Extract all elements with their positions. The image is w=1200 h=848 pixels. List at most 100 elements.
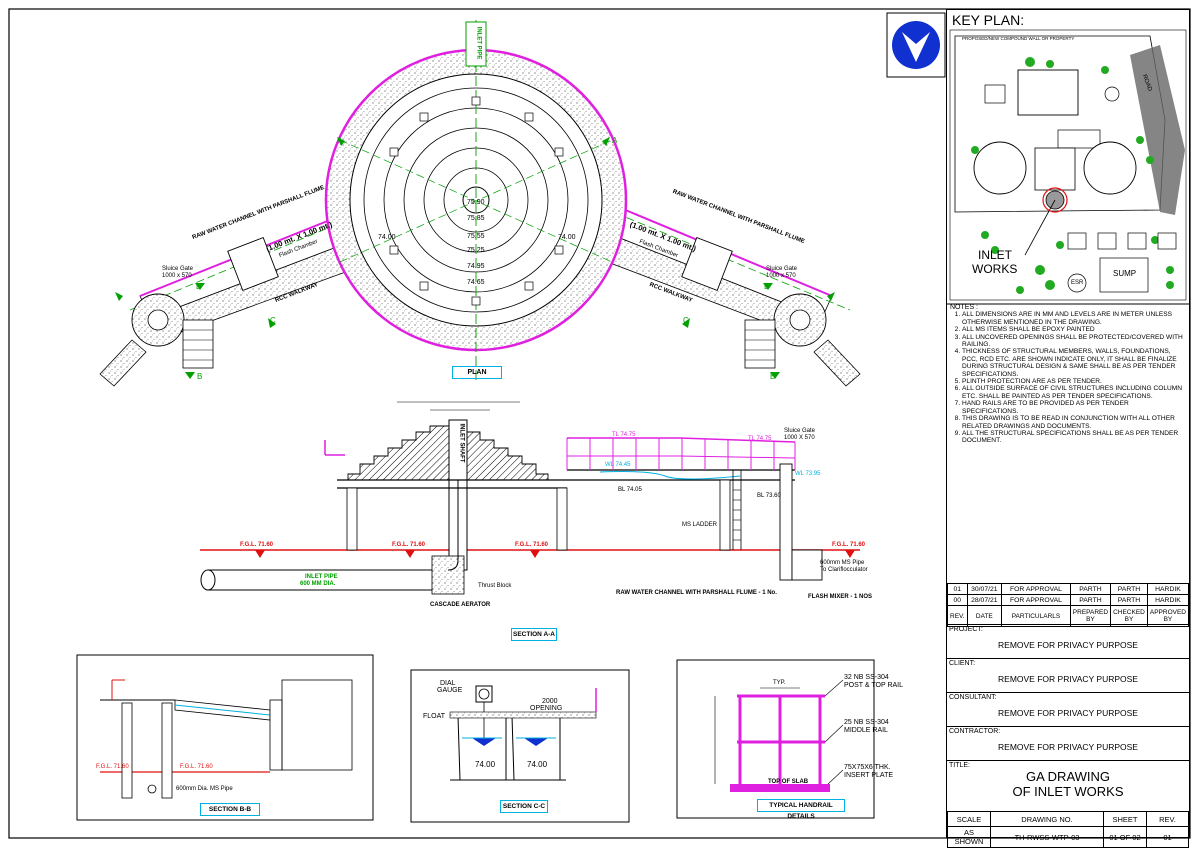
- section-cc-frame: [410, 669, 630, 823]
- section-aa: [200, 401, 860, 595]
- handrail-frame: [676, 659, 875, 819]
- scale-value: AS SHOWN: [947, 826, 991, 848]
- cc-level-label: 74.00: [527, 760, 548, 769]
- keyplan-title: KEY PLAN:: [952, 12, 1025, 28]
- note-item: THIS DRAWING IS TO BE READ IN CONJUNCTIO…: [962, 415, 1186, 430]
- left-axis: [129, 189, 421, 311]
- insert-plate-label: INSERT PLATE: [844, 772, 894, 779]
- top-level-label: TL 74.75: [748, 436, 772, 442]
- section-marker-a: A: [612, 136, 618, 145]
- right-sluice-label: Sluice Gate: [766, 266, 798, 272]
- post-rail-label: POST & TOP RAIL: [844, 682, 904, 689]
- fgl-label: F.G.L. 71.60: [392, 542, 426, 548]
- contractor-box: CONTRACTOR: REMOVE FOR PRIVACY PURPOSE: [947, 726, 1189, 760]
- clarifloc-label: To Clariflocculator: [820, 567, 868, 573]
- opening-label: OPENING: [530, 705, 563, 712]
- esr-label: ESR: [1071, 280, 1084, 286]
- key-plan-map: [949, 29, 1187, 301]
- section-marker-c: C: [683, 316, 689, 325]
- compound-note: PROPOSED/NEW COMPOUND WALL OR PROPERTY: [962, 36, 1075, 41]
- section-marker-b: B: [197, 372, 203, 381]
- middle-rail-label: MIDDLE RAIL: [844, 727, 888, 734]
- sheet-border: [8, 8, 1191, 839]
- fgl-label: F.G.L. 71.60: [515, 542, 549, 548]
- level-label: 75.85: [467, 215, 485, 222]
- section-marker-b: B: [770, 372, 776, 381]
- inlet-pipe-label: INLET PIPE: [475, 26, 482, 60]
- left-sluice-size: 1000 x 570: [162, 273, 192, 279]
- right-sluice-size: 1000 x 570: [766, 273, 796, 279]
- note-item: PLINTH PROTECTION ARE AS PER TENDER.: [962, 378, 1186, 385]
- aerator-label: CASCADE AERATOR: [430, 602, 491, 608]
- drawing-title-line1: GA DRAWING: [1025, 769, 1111, 784]
- section-cc-title: SECTION C-C: [500, 800, 548, 813]
- level-label: 74.65: [467, 279, 485, 286]
- right-level-label: 74.00: [558, 234, 576, 241]
- section-cc: [449, 685, 597, 781]
- sluice-label: Sluice Gate: [784, 428, 816, 434]
- notes-section: NOTES : ALL DIMENSIONS ARE IN MM AND LEV…: [950, 304, 1186, 445]
- inlet-pipe-label: INLET PIPE: [305, 574, 338, 580]
- ms-pipe-label: 600mm MS Pipe: [820, 560, 865, 566]
- float-label: FLOAT: [423, 713, 446, 720]
- top-of-slab-label: TOP OF SLAB: [768, 779, 809, 785]
- thrust-block-label: Thrust Block: [478, 583, 512, 589]
- level-label: 75.25: [467, 247, 485, 254]
- plan-title: PLAN: [452, 366, 502, 379]
- level-label: 74.95: [467, 263, 485, 270]
- section-aa-title: SECTION A-A: [511, 628, 557, 641]
- channel-label: RAW WATER CHANNEL WITH PARSHALL FLUME - …: [616, 590, 777, 596]
- bb-pipe-label: 600mm Dia. MS Pipe: [176, 786, 233, 792]
- opening-size: 2000: [542, 698, 558, 705]
- fgl-label: F.G.L. 71.60: [240, 542, 274, 548]
- level-label: 75.90: [467, 199, 485, 206]
- middle-rail-spec: 25 NB SS-304: [844, 719, 889, 726]
- dial-label: DIAL: [440, 680, 456, 687]
- note-item: THICKNESS OF STRUCTURAL MEMBERS, WALLS, …: [962, 348, 1186, 378]
- table-row: 00 28/07/21 FOR APPROVAL PARTH PARTH HAR…: [947, 594, 1190, 606]
- note-item: ALL DIMENSIONS ARE IN MM AND LEVELS ARE …: [962, 311, 1186, 326]
- plan-view: [99, 20, 861, 387]
- consultant-box: CONSULTANT: REMOVE FOR PRIVACY PURPOSE: [947, 692, 1189, 726]
- section-marker-a: A: [337, 136, 343, 145]
- top-level-label: TL 74.75: [612, 432, 636, 438]
- inlet-works-label: INLET: [978, 248, 1013, 262]
- revision-table: 01 30/07/21 FOR APPROVAL PARTH PARTH HAR…: [947, 583, 1190, 627]
- revision-number: 01: [1146, 826, 1189, 848]
- section-marker-b: B: [764, 282, 770, 291]
- section-marker-b: B: [196, 282, 202, 291]
- note-item: ALL MS ITEMS SHALL BE EPOXY PAINTED: [962, 326, 1186, 333]
- flash-mixer-label: FLASH MIXER - 1 NOS: [808, 594, 873, 600]
- note-item: ALL THE STRUCTURAL SPECIFICATIONS SHALL …: [962, 430, 1186, 445]
- project-box: PROJECT: REMOVE FOR PRIVACY PURPOSE: [947, 624, 1189, 658]
- section-bb-frame: [76, 654, 374, 821]
- table-header: REV. DATE PARTICULARLS PREPARED BY CHECK…: [947, 605, 1190, 627]
- note-item: HAND RAILS ARE TO BE PROVIDED AS PER TEN…: [962, 400, 1186, 415]
- bb-fgl-label: F.G.L. 71.60: [180, 764, 213, 770]
- insert-plate-spec: 75X75X6 THK.: [844, 764, 891, 771]
- handrail-detail: [714, 679, 844, 792]
- sluice-size-label: 1000 X 570: [784, 435, 815, 441]
- note-item: ALL UNCOVERED OPENINGS SHALL BE PROTECTE…: [962, 334, 1186, 349]
- fgl-label: F.G.L. 71.60: [832, 542, 866, 548]
- water-level-label: WL 74.45: [605, 462, 631, 468]
- left-flash-chamber: [227, 237, 279, 291]
- inlet-works-label: WORKS: [972, 262, 1018, 276]
- section-bb: [100, 679, 353, 799]
- sheet-number: 01 OF 02: [1103, 826, 1147, 848]
- inlet-shaft-label: INLET SHAFT: [458, 423, 465, 463]
- title-box: TITLE: GA DRAWING OF INLET WORKS: [947, 760, 1189, 811]
- cc-level-label: 74.00: [475, 760, 496, 769]
- note-item: ALL OUTSIDE SURFACE OF CIVIL STRUCTURES …: [962, 385, 1186, 400]
- notes-heading: NOTES :: [950, 304, 979, 311]
- left-sluice-label: Sluice Gate: [162, 266, 194, 272]
- sump-label: SUMP: [1113, 269, 1137, 278]
- post-rail-spec: 32 NB SS-304: [844, 674, 889, 681]
- ms-ladder-label: MS LADDER: [682, 522, 718, 528]
- inlet-dia-label: 600 MM DIA.: [300, 581, 336, 587]
- drawing-title-line2: OF INLET WORKS: [1012, 784, 1124, 799]
- bed-level-label: BL 74.05: [618, 487, 642, 493]
- cascade-steps: [347, 425, 549, 481]
